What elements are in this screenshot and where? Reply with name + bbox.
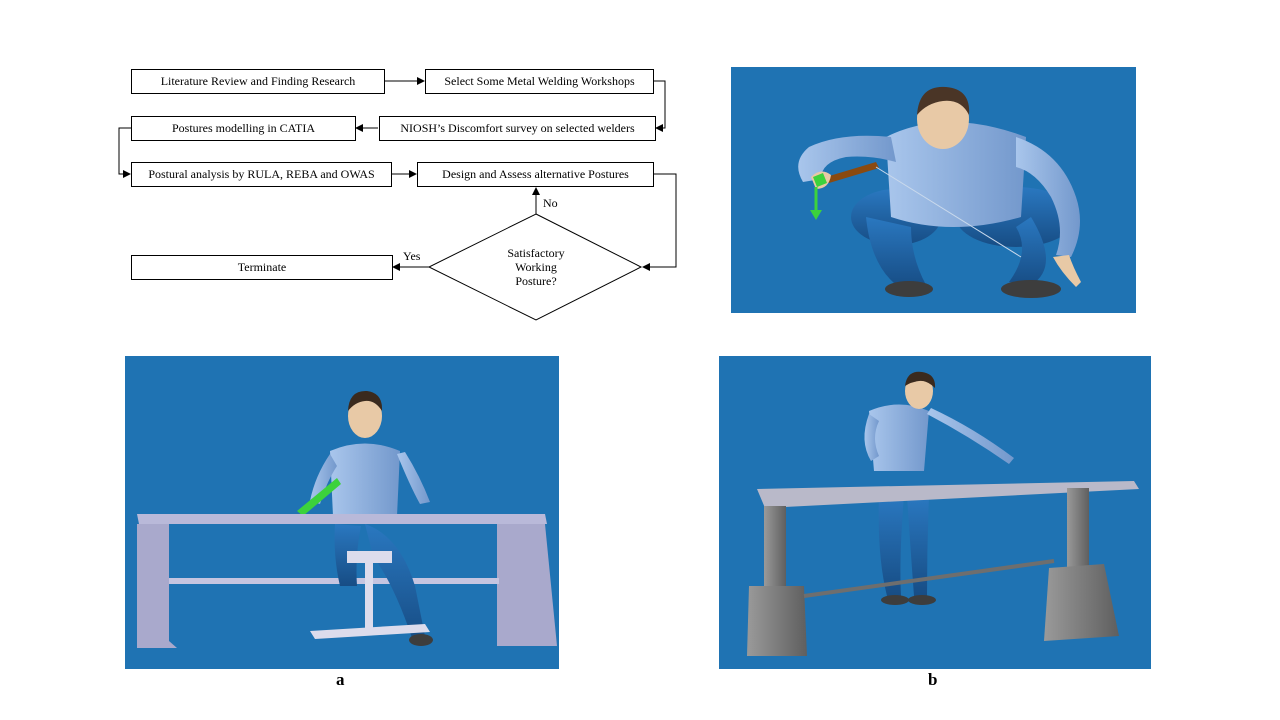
caption-a: a xyxy=(336,670,345,689)
arrow-catia-to-analysis xyxy=(118,127,131,178)
decision-line-2: Working xyxy=(515,260,557,274)
box-postural-analysis: Postural analysis by RULA, REBA and OWAS xyxy=(131,162,392,187)
hair xyxy=(905,371,936,388)
green-highlight xyxy=(813,173,827,187)
torch-cable xyxy=(875,166,1022,258)
table-right-base xyxy=(1044,564,1119,641)
squatting-welder-image xyxy=(731,67,1136,313)
left-arm xyxy=(310,454,337,504)
torso xyxy=(869,404,929,471)
right-arm xyxy=(1016,137,1080,257)
welding-torch xyxy=(826,162,879,183)
box-terminate: Terminate xyxy=(131,255,393,280)
left-leg xyxy=(878,496,904,596)
table-top xyxy=(757,481,1139,508)
table-crossbar xyxy=(169,578,499,584)
chair-seat xyxy=(347,551,392,563)
chair-post xyxy=(365,563,373,628)
box-literature-review: Literature Review and Finding Research xyxy=(131,69,385,94)
box-design-assess: Design and Assess alternative Postures xyxy=(417,162,654,187)
right-hand xyxy=(1053,255,1081,287)
no-label: No xyxy=(543,196,558,210)
torso xyxy=(886,122,1026,227)
table-right-leg xyxy=(497,524,557,646)
left-shin xyxy=(866,217,926,287)
arrow-design-to-decision xyxy=(642,173,677,271)
seated-welder-image xyxy=(125,356,559,669)
table-left-base xyxy=(747,586,807,656)
left-shoe xyxy=(881,595,909,605)
standing-welder-image xyxy=(719,356,1151,669)
decision-line-1: Satisfactory xyxy=(507,246,565,260)
caption-b: b xyxy=(928,670,938,689)
right-arm xyxy=(397,452,430,504)
table-crossbar xyxy=(803,559,1055,598)
decision-text: Satisfactory Working Posture? xyxy=(491,246,581,288)
standing-welder-illustration xyxy=(747,371,1139,656)
box-niosh-survey: NIOSH’s Discomfort survey on selected we… xyxy=(379,116,656,141)
right-shoe xyxy=(908,595,936,605)
green-torch xyxy=(297,478,341,516)
box-select-workshops: Select Some Metal Welding Workshops xyxy=(425,69,654,94)
arrow-select-to-niosh xyxy=(653,80,666,132)
yes-label: Yes xyxy=(403,249,421,263)
torso xyxy=(330,443,400,516)
decision-line-3: Posture? xyxy=(515,274,557,288)
right-shin xyxy=(1009,217,1046,285)
hair xyxy=(917,86,970,115)
left-shoe xyxy=(885,281,933,297)
right-arm xyxy=(927,408,1014,464)
right-leg xyxy=(907,496,929,596)
seated-welder-illustration xyxy=(137,390,557,648)
right-shoe xyxy=(1001,280,1061,298)
shoe xyxy=(409,634,433,646)
head xyxy=(348,394,382,438)
hair xyxy=(348,390,383,411)
table-top xyxy=(137,514,547,524)
decision-diamond xyxy=(427,213,643,321)
chair-base xyxy=(310,624,430,639)
box-catia-modelling: Postures modelling in CATIA xyxy=(131,116,356,141)
table-right-column xyxy=(1067,488,1089,573)
table-left-column xyxy=(764,506,786,591)
squatting-welder-illustration xyxy=(798,86,1081,298)
green-arrow-head xyxy=(810,210,822,220)
left-arm xyxy=(864,414,879,461)
table-left-leg xyxy=(137,524,177,648)
left-arm xyxy=(798,135,896,182)
